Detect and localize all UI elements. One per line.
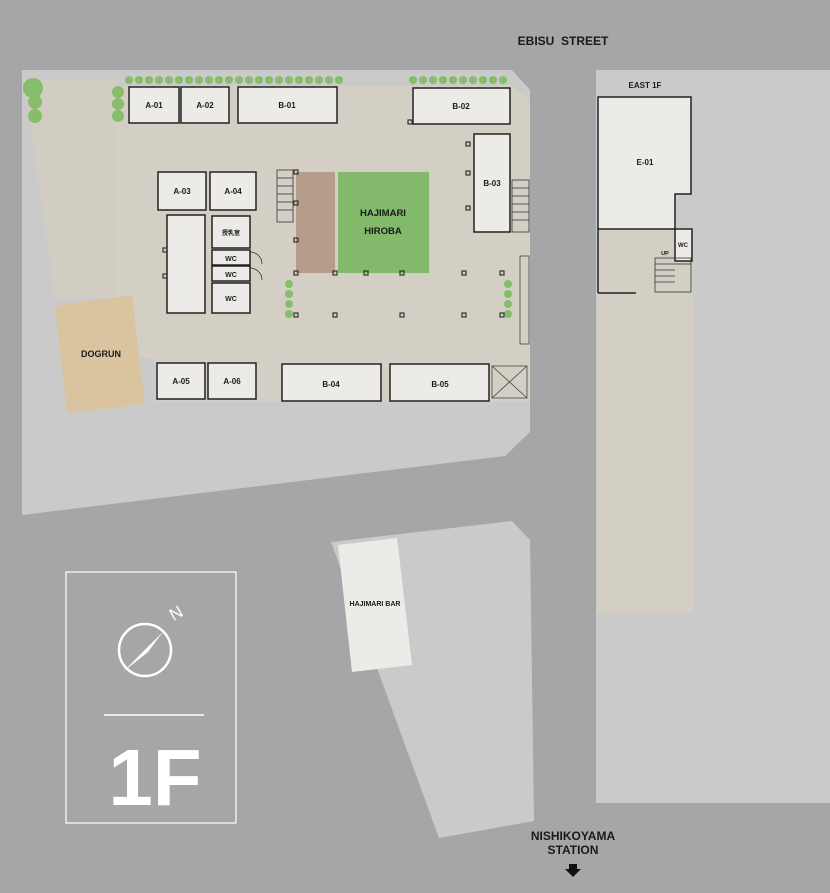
floor-number: 1F [108, 733, 201, 822]
down-arrow-icon [565, 864, 581, 877]
east-wall-detail [519, 255, 530, 345]
unit-a01-label: A-01 [145, 101, 163, 110]
nursing-room[interactable]: 授乳室 [211, 215, 251, 249]
stairs-west [276, 169, 294, 223]
unit-b05[interactable]: B-05 [389, 363, 490, 402]
ebisu-street-label: EBISU STREET [518, 34, 609, 48]
tree-row-top-left [125, 76, 343, 84]
wc-2-label: WC [225, 272, 237, 279]
east-courtyard [597, 229, 693, 613]
wc-3[interactable]: WC [211, 282, 251, 314]
dogrun-label: DOGRUN [81, 349, 121, 359]
unit-a05-label: A-05 [172, 377, 190, 386]
tree-column-courtyard [285, 280, 512, 318]
east-1f-title: EAST 1F [629, 81, 662, 90]
west-strip [24, 80, 115, 298]
unit-b04-label: B-04 [322, 380, 340, 389]
unit-b05-label: B-05 [431, 380, 449, 389]
unit-b01-label: B-01 [278, 101, 296, 110]
unit-b04[interactable]: B-04 [281, 363, 382, 402]
nursing-room-label: 授乳室 [222, 229, 240, 237]
unit-a05[interactable]: A-05 [156, 362, 206, 400]
unit-unlabeled[interactable] [166, 214, 206, 314]
tree-row-top-right [409, 76, 507, 84]
hajimari-bar-label: HAJIMARI BAR [350, 601, 401, 608]
wc-1-label: WC [225, 256, 237, 263]
unit-e01-label: E-01 [637, 158, 654, 167]
compass-icon [117, 622, 173, 678]
unit-a04-label: A-04 [224, 187, 242, 196]
east-walls [597, 229, 636, 294]
plaza-label-line2: HIROBA [364, 226, 402, 237]
floor-legend: N 1F [65, 571, 237, 824]
tree-column-left [23, 78, 124, 123]
unit-b02[interactable]: B-02 [412, 87, 511, 125]
east-wc-label: WC [678, 243, 689, 249]
unit-a06[interactable]: A-06 [207, 362, 257, 400]
unit-a01[interactable]: A-01 [128, 86, 180, 124]
wc-3-label: WC [225, 296, 237, 303]
unit-a02-label: A-02 [196, 101, 214, 110]
wood-deck [296, 172, 335, 273]
wc-1[interactable]: WC [211, 249, 251, 266]
unit-a04[interactable]: A-04 [209, 171, 257, 211]
hajimari-hiroba[interactable]: HAJIMARI HIROBA [338, 172, 429, 273]
east-wc[interactable]: WC [674, 228, 693, 262]
utility-box [491, 365, 528, 399]
station-label-line2: STATION [548, 843, 599, 857]
dogrun-area[interactable] [55, 295, 145, 413]
unit-a03-label: A-03 [173, 187, 191, 196]
stairs-east [511, 179, 530, 233]
door-swings [249, 251, 263, 281]
unit-a06-label: A-06 [223, 377, 241, 386]
pillars [162, 119, 505, 318]
unit-b01[interactable]: B-01 [237, 86, 338, 124]
east-up-label: UP [661, 251, 669, 257]
unit-b03-label: B-03 [483, 179, 501, 188]
east-stairs [654, 257, 692, 293]
station-label-line1: NISHIKOYAMA [531, 829, 616, 843]
plaza-label-line1: HAJIMARI [360, 208, 406, 219]
unit-b03[interactable]: B-03 [473, 133, 511, 233]
wc-2[interactable]: WC [211, 265, 251, 282]
unit-a02[interactable]: A-02 [180, 86, 230, 124]
unit-b02-label: B-02 [452, 102, 470, 111]
unit-a03[interactable]: A-03 [157, 171, 207, 211]
hajimari-bar[interactable]: HAJIMARI BAR [338, 538, 412, 672]
